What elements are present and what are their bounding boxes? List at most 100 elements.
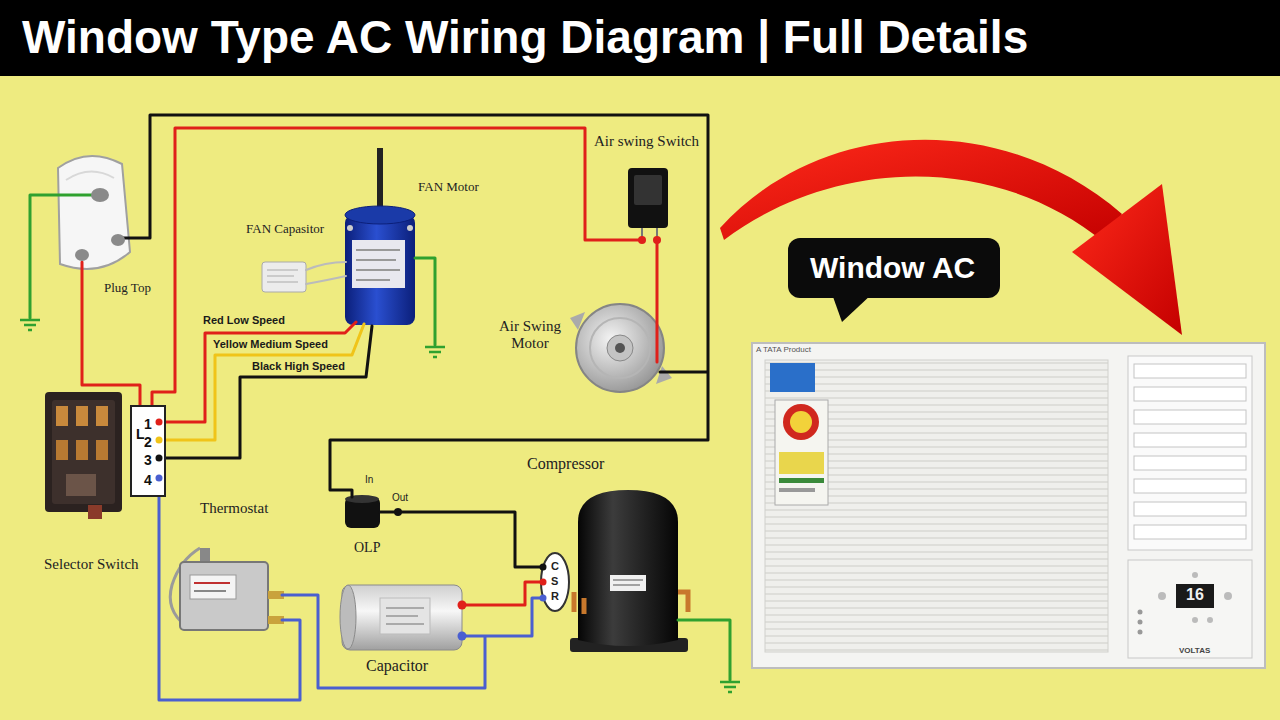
window-ac-picture bbox=[783, 404, 819, 440]
capacitor-picture bbox=[342, 585, 462, 650]
part-name: Thermostat bbox=[200, 500, 268, 517]
earth-symbol bbox=[425, 347, 445, 357]
selector-switch-picture bbox=[96, 440, 108, 460]
wire bbox=[118, 115, 708, 567]
fan-motor-picture bbox=[347, 225, 353, 231]
compressor-picture bbox=[613, 585, 640, 586]
part-name: Air Swing Motor bbox=[490, 318, 570, 353]
terminal-dot bbox=[91, 188, 109, 202]
part-name: Selector Switch bbox=[44, 556, 139, 573]
fan-capacitor-picture bbox=[262, 262, 306, 292]
window-ac-picture bbox=[1134, 410, 1246, 424]
selector-switch-picture bbox=[56, 440, 68, 460]
wire-name: Yellow Medium Speed bbox=[213, 338, 328, 351]
pin-name: S bbox=[551, 575, 558, 588]
capacitor-picture bbox=[340, 585, 462, 650]
window-ac-picture bbox=[752, 343, 1265, 668]
wire-name: Black High Speed bbox=[252, 360, 345, 373]
capacitor-picture bbox=[340, 585, 356, 649]
compressor-picture bbox=[541, 490, 688, 652]
terminal-dot bbox=[638, 236, 646, 244]
compressor-picture bbox=[582, 598, 587, 614]
part-name: Air swing Switch bbox=[594, 133, 699, 150]
wire bbox=[30, 195, 730, 680]
part-name: FAN Capasitor bbox=[246, 222, 324, 237]
part-name: Compressor bbox=[527, 455, 604, 473]
terminal-number: 4 bbox=[144, 472, 152, 488]
capacitor-picture bbox=[380, 598, 430, 634]
title-bar: Window Type AC Wiring Diagram | Full Det… bbox=[0, 0, 1280, 76]
terminal-number: 3 bbox=[144, 452, 152, 468]
thermostat-picture bbox=[170, 548, 284, 630]
pin-name: Out bbox=[392, 492, 408, 504]
wire bbox=[306, 262, 346, 284]
thermostat-picture bbox=[190, 575, 236, 599]
selector-switch-picture bbox=[88, 505, 102, 519]
terminal-dots bbox=[156, 419, 163, 426]
wire bbox=[30, 115, 730, 700]
fan-motor-picture bbox=[345, 206, 415, 224]
fan-motor-picture bbox=[345, 215, 415, 325]
fan-capacitor-picture bbox=[262, 262, 306, 292]
selector-switch-picture bbox=[76, 440, 88, 460]
compressor-picture bbox=[613, 580, 643, 581]
window-ac-picture bbox=[1134, 502, 1246, 516]
window-ac-picture bbox=[1134, 433, 1246, 447]
pin-name: In bbox=[365, 474, 373, 486]
bubble-text: Window AC bbox=[810, 249, 975, 287]
window-ac-picture bbox=[1192, 617, 1198, 623]
window-ac-picture bbox=[1134, 387, 1246, 401]
plug-top-picture bbox=[58, 156, 130, 269]
capacitor-picture bbox=[386, 607, 424, 609]
olp-picture bbox=[345, 495, 380, 528]
page-title: Window Type AC Wiring Diagram | Full Det… bbox=[22, 6, 1028, 68]
selector-switch-picture bbox=[56, 406, 68, 426]
fan-motor-picture bbox=[356, 269, 400, 271]
fan-motor-picture bbox=[352, 240, 405, 288]
earth-symbol bbox=[720, 682, 740, 692]
compressor-picture bbox=[610, 575, 646, 591]
wire bbox=[159, 478, 543, 700]
terminal-dot bbox=[458, 601, 467, 610]
air-swing-motor-picture bbox=[607, 335, 633, 361]
thermostat-picture bbox=[194, 582, 230, 584]
terminal-dot bbox=[111, 234, 125, 246]
part-name: Plug Top bbox=[104, 281, 151, 296]
capacitor-picture bbox=[386, 623, 424, 625]
fan-motor-picture bbox=[345, 148, 415, 325]
wire bbox=[82, 128, 657, 605]
earth-symbol bbox=[20, 320, 740, 692]
plug-top-picture bbox=[58, 156, 130, 269]
window-ac-picture bbox=[775, 400, 828, 505]
window-ac-picture bbox=[1128, 356, 1252, 550]
fan-motor-picture bbox=[356, 259, 396, 261]
wire bbox=[159, 326, 372, 458]
wire-name: Red Low Speed bbox=[203, 314, 285, 327]
compressor-picture bbox=[572, 592, 577, 612]
window-ac-picture bbox=[1138, 630, 1143, 635]
window-ac-picture bbox=[1138, 620, 1143, 625]
terminal-dots bbox=[156, 475, 163, 482]
wire bbox=[159, 324, 364, 440]
terminal-number: 1 bbox=[144, 416, 152, 432]
earth-symbol bbox=[20, 320, 40, 330]
window-ac-picture bbox=[779, 478, 824, 483]
terminal-dot bbox=[394, 508, 402, 516]
speech-bubble-tail bbox=[832, 294, 872, 322]
brand-text: VOLTAS bbox=[1179, 646, 1210, 655]
terminal-dot bbox=[540, 564, 547, 571]
pin-name: R bbox=[551, 590, 559, 603]
fan-capacitor-picture bbox=[267, 276, 294, 277]
pin-name: C bbox=[551, 560, 559, 573]
wire bbox=[159, 322, 356, 422]
window-ac-picture bbox=[1138, 610, 1143, 615]
olp-picture bbox=[345, 495, 379, 503]
window-ac-picture bbox=[1176, 584, 1214, 608]
window-ac-picture bbox=[1134, 525, 1246, 539]
compressor-picture bbox=[678, 592, 688, 612]
terminal-dots bbox=[156, 455, 163, 462]
window-ac-picture bbox=[752, 343, 1265, 668]
terminal-dot bbox=[653, 236, 661, 244]
terminal-dots bbox=[156, 437, 163, 444]
